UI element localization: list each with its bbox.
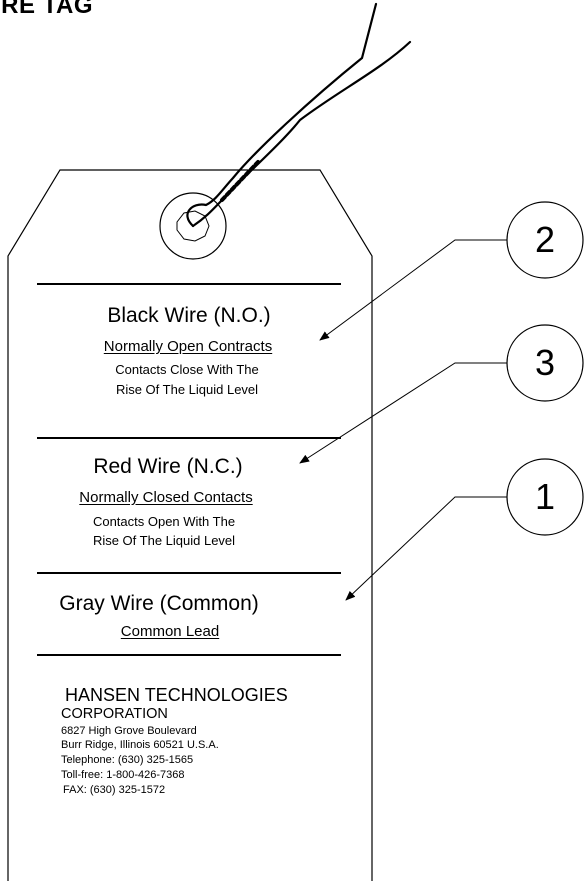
- red-wire-line-2: Rise Of The Liquid Level: [92, 533, 236, 548]
- gray-wire-subheading: Common Lead: [120, 623, 220, 640]
- eyelet: [159, 192, 227, 260]
- red-wire-line-1: Contacts Open With The: [92, 514, 236, 529]
- company-fax: FAX: (630) 325-1572: [63, 784, 166, 796]
- black-wire-subheading: Normally Open Contracts: [103, 338, 273, 355]
- company-address-2: Burr Ridge, Illinois 60521 U.S.A.: [61, 739, 219, 751]
- black-wire-heading: Black Wire (N.O.): [107, 304, 271, 327]
- callout-number-3: 3: [534, 342, 556, 383]
- leader-3: [299, 362, 507, 464]
- callout-number-1: 1: [534, 476, 556, 517]
- tag-string: [186, 2, 412, 228]
- leader-1: [345, 496, 507, 601]
- callout-number-2: 2: [534, 219, 556, 260]
- black-wire-line-1: Contacts Close With The: [115, 362, 259, 377]
- company-tollfree: Toll-free: 1-800-426-7368: [61, 769, 185, 781]
- leader-2: [319, 239, 507, 341]
- red-wire-heading: Red Wire (N.C.): [93, 455, 243, 478]
- gray-wire-heading: Gray Wire (Common): [59, 592, 259, 615]
- company-address-1: 6827 High Grove Boulevard: [61, 725, 197, 737]
- company-name-2: CORPORATION: [61, 706, 168, 722]
- company-telephone: Telephone: (630) 325-1565: [61, 754, 194, 766]
- page-title: IRE TAG: [0, 0, 94, 19]
- red-wire-subheading: Normally Closed Contacts: [79, 489, 253, 506]
- tag-outline: [7, 169, 373, 881]
- black-wire-line-2: Rise Of The Liquid Level: [115, 382, 259, 397]
- company-name: HANSEN TECHNOLOGIES: [65, 685, 288, 705]
